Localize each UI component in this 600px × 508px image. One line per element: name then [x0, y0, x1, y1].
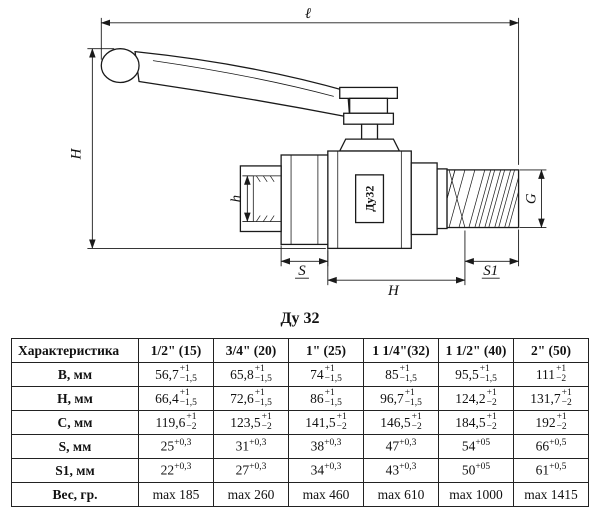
header-cell: 1" (25): [288, 338, 364, 363]
row-label: В, мм: [11, 362, 139, 387]
gland-nut: [343, 112, 395, 125]
value-cell: 25+0,3: [138, 434, 214, 459]
dim-height-label: H: [68, 147, 84, 160]
value-cell: 43+0,3: [363, 458, 439, 483]
right-collar-step: [436, 168, 448, 230]
bore-thread-tick: [255, 215, 261, 222]
bore-thread-tick: [269, 175, 275, 183]
value-cell: 61+0,5: [513, 458, 589, 483]
bore-thread-tick: [269, 215, 275, 222]
stem-square: [360, 123, 379, 140]
dim-thread-label: G: [523, 193, 539, 204]
value-cell: 38+0,3: [288, 434, 364, 459]
value-cell: 72,6+1−1,5: [213, 386, 289, 411]
row-label: Н, мм: [11, 386, 139, 411]
valve-drawing-svg: Ду32: [68, 6, 547, 299]
value-cell: 74+1−1,5: [288, 362, 364, 387]
value-cell: max 260: [213, 482, 289, 507]
value-cell: 65,8+1−1,5: [213, 362, 289, 387]
value-cell: 66,4+1−1,5: [138, 386, 214, 411]
row-label: Вес, гр.: [11, 482, 139, 507]
dim-body-width-label: H: [387, 283, 400, 299]
row-label: S1, мм: [11, 458, 139, 483]
left-bore: [252, 175, 282, 222]
value-cell: 31+0,3: [213, 434, 289, 459]
dim-bore-label: h: [228, 195, 244, 202]
value-cell: 56,7+1−1,5: [138, 362, 214, 387]
bore-thread-tick: [262, 215, 268, 222]
value-cell: max 1000: [438, 482, 514, 507]
value-cell: 111+1−2: [513, 362, 589, 387]
handle-grip: [100, 48, 140, 84]
stem-base: [338, 138, 401, 152]
header-cell: 1 1/4"(32): [363, 338, 439, 363]
body-marking-text: Ду32: [363, 186, 377, 212]
value-cell: 123,5+1−2: [213, 410, 289, 435]
handle-inner-line: [152, 60, 334, 97]
dim-length-label: ℓ: [305, 6, 311, 22]
value-cell: 96,7+1−1,5: [363, 386, 439, 411]
header-cell: 3/4" (20): [213, 338, 289, 363]
value-cell: 66+0,5: [513, 434, 589, 459]
value-cell: 27+0,3: [213, 458, 289, 483]
value-cell: 95,5+1−1,5: [438, 362, 514, 387]
value-cell: max 185: [138, 482, 214, 507]
value-cell: 131,7+1−2: [513, 386, 589, 411]
thread-hatching: [447, 169, 519, 228]
drawing-caption: Ду 32: [280, 310, 320, 327]
header-cell: Характеристика: [11, 338, 139, 363]
valve-technical-drawing: Ду32: [68, 6, 547, 299]
value-cell: 47+0,3: [363, 434, 439, 459]
left-coupling-nut: [280, 154, 329, 246]
row-label: С, мм: [11, 410, 139, 435]
value-cell: 22+0,3: [138, 458, 214, 483]
bore-thread-tick: [262, 175, 268, 183]
bore-thread-tick: [255, 175, 261, 183]
dim-left-hex-label: S: [298, 263, 306, 279]
value-cell: 192+1−2: [513, 410, 589, 435]
row-label: S, мм: [11, 434, 139, 459]
value-cell: 54+05: [438, 434, 514, 459]
value-cell: 34+0,3: [288, 458, 364, 483]
value-cell: 124,2+1−2: [438, 386, 514, 411]
header-cell: 2" (50): [513, 338, 589, 363]
stem-neck: [349, 97, 389, 114]
right-collar: [410, 162, 438, 236]
value-cell: 184,5+1−2: [438, 410, 514, 435]
stem-top-plate: [339, 86, 399, 100]
value-cell: 119,6+1−2: [138, 410, 214, 435]
body-marking-plate: [354, 174, 385, 224]
value-cell: max 1415: [513, 482, 589, 507]
value-cell: 50+05: [438, 458, 514, 483]
value-cell: 141,5+1−2: [288, 410, 364, 435]
valve-handle-lever: [134, 50, 351, 119]
value-cell: 146,5+1−2: [363, 410, 439, 435]
value-cell: 86+1−1,5: [288, 386, 364, 411]
dim-right-hex-label: S1: [483, 263, 498, 279]
value-cell: 85+1−1,5: [363, 362, 439, 387]
header-cell: 1 1/2" (40): [438, 338, 514, 363]
header-cell: 1/2" (15): [138, 338, 214, 363]
value-cell: max 460: [288, 482, 364, 507]
value-cell: max 610: [363, 482, 439, 507]
